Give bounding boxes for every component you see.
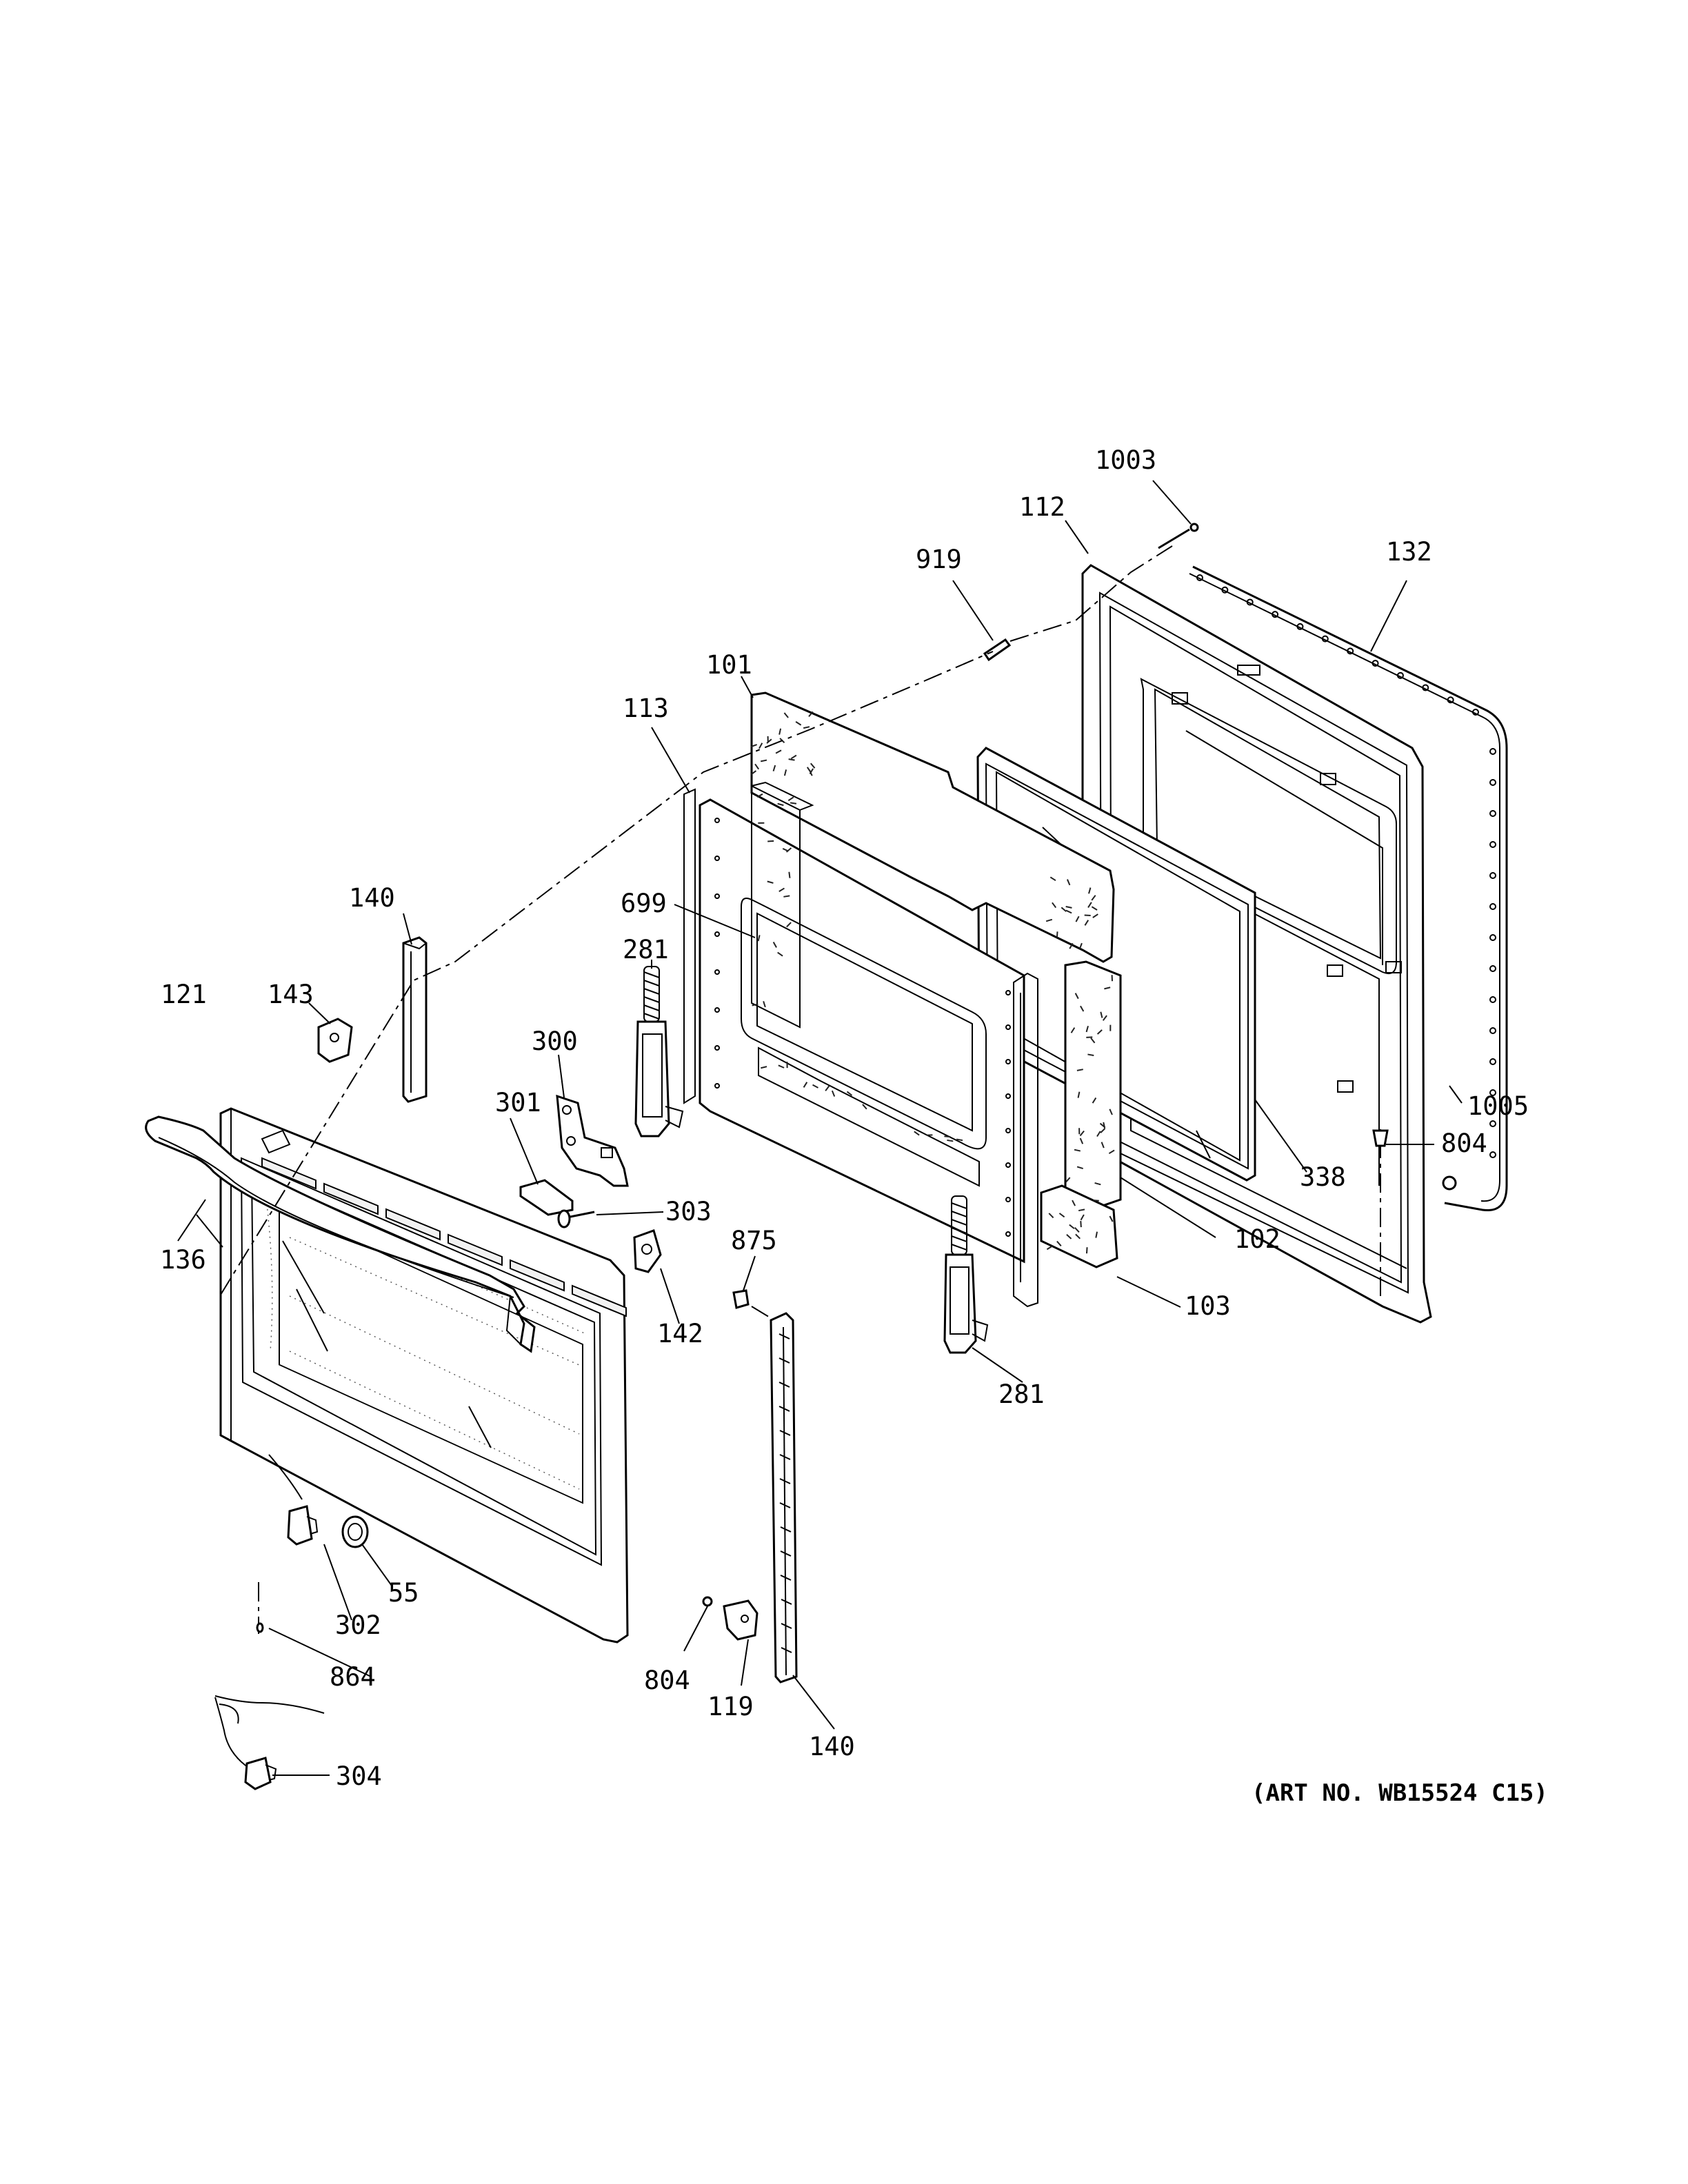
callout-121: 121 (161, 980, 207, 1009)
screw-part-864 (256, 1582, 264, 1634)
harness-part-304 (214, 1695, 325, 1790)
hinge-part-281-upper (634, 966, 684, 1138)
callout-281-upper: 281 (623, 935, 669, 964)
callout-699: 699 (621, 889, 667, 918)
screw-part-919 (983, 638, 1012, 662)
callout-112: 112 (1019, 492, 1065, 522)
callout-labels: 1003 112 132 919 101 113 140 699 281 121… (160, 445, 1529, 1791)
screw-part-1003 (1158, 523, 1199, 549)
callout-1003: 1003 (1095, 445, 1156, 475)
art-number: (ART NO. WB15524 C15) (1252, 1779, 1548, 1807)
callout-1005: 1005 (1467, 1091, 1529, 1121)
outer-door-part-121 (219, 1107, 629, 1644)
seal-part-55 (341, 1515, 369, 1548)
callout-101: 101 (706, 650, 752, 680)
callout-303: 303 (665, 1197, 712, 1226)
bracket-part-143 (317, 1018, 353, 1063)
insulation-part-103 (758, 1046, 1118, 1268)
handle-part-136 (145, 1115, 536, 1353)
callout-919: 919 (916, 545, 962, 574)
callout-140-upper: 140 (349, 883, 395, 913)
trim-rail-part-140-upper (402, 936, 428, 1103)
assembly-line (220, 545, 1173, 1295)
insulation-part-101 (750, 691, 1115, 963)
callout-864: 864 (330, 1662, 376, 1692)
callout-140-lower: 140 (809, 1732, 855, 1761)
screw-part-804-lower (702, 1596, 713, 1607)
callout-300: 300 (532, 1027, 578, 1056)
hinge-part-281-lower (943, 1195, 989, 1354)
trim-rail-part-140-lower (770, 1312, 798, 1684)
screw-part-1005 (1442, 1175, 1457, 1191)
callout-281-lower: 281 (998, 1379, 1045, 1409)
callout-804-upper: 804 (1441, 1129, 1487, 1158)
screw-part-875 (732, 1289, 772, 1319)
callout-55: 55 (388, 1578, 419, 1608)
callout-142: 142 (657, 1319, 703, 1348)
callout-132: 132 (1386, 537, 1432, 567)
callout-143: 143 (268, 980, 314, 1009)
callout-875: 875 (731, 1226, 777, 1255)
bracket-part-142 (633, 1229, 662, 1273)
callout-301: 301 (495, 1088, 541, 1118)
screw-part-804-upper (1372, 1127, 1389, 1296)
bracket-part-119 (723, 1599, 758, 1641)
callout-338: 338 (1300, 1162, 1346, 1192)
callout-113: 113 (623, 694, 669, 723)
bracket-part-301 (519, 1179, 574, 1216)
switch-part-302 (268, 1454, 319, 1546)
insulation-part-102 (751, 781, 1122, 1209)
door-frame-part-113 (683, 788, 1038, 1308)
callout-119: 119 (707, 1692, 754, 1721)
callout-302: 302 (335, 1610, 381, 1640)
callout-103: 103 (1185, 1291, 1231, 1321)
gasket-part-132 (1189, 565, 1508, 1212)
screw-part-303 (557, 1209, 595, 1228)
callout-804-lower: 804 (644, 1666, 690, 1695)
callout-136: 136 (160, 1245, 206, 1275)
bracket-part-300 (556, 1094, 629, 1187)
callout-102: 102 (1234, 1224, 1280, 1254)
callout-304: 304 (336, 1761, 382, 1791)
leader-lines (177, 480, 1463, 1776)
